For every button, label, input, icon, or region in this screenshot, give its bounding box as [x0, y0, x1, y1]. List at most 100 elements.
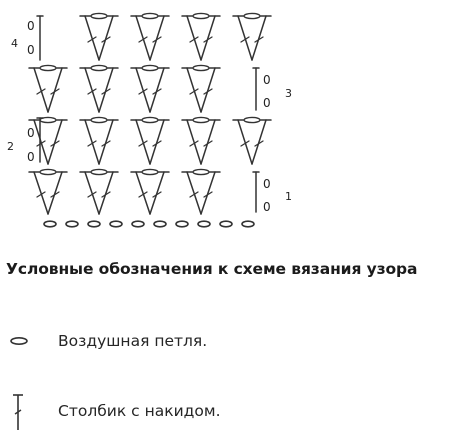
double-crochet-stitch-slash — [87, 140, 97, 147]
row-number-3: 3 — [285, 87, 292, 100]
double-crochet-stitch-slash — [203, 140, 213, 147]
chain-space-stitch — [141, 168, 159, 176]
double-crochet-stitch-slash — [138, 36, 148, 43]
chain-space-stitch — [90, 168, 108, 176]
double-crochet-stitch-slash — [189, 140, 199, 147]
double-crochet-stitch — [186, 171, 202, 215]
double-crochet-icon — [13, 394, 23, 430]
double-crochet-stitch — [84, 67, 100, 113]
chain-stitch — [153, 220, 167, 228]
double-crochet-stitch-slash — [138, 191, 148, 198]
double-crochet-stitch-slash — [254, 140, 264, 147]
double-crochet-stitch-slash — [138, 140, 148, 147]
row-number-1: 1 — [285, 190, 292, 203]
chain-space-stitch — [192, 116, 210, 124]
chain-stitch — [175, 220, 189, 228]
double-crochet-stitch — [186, 15, 202, 61]
chain-stitch — [87, 220, 101, 228]
double-crochet-stitch — [135, 15, 151, 61]
double-crochet-stitch — [33, 67, 49, 113]
double-crochet-stitch-slash — [240, 36, 250, 43]
chain-space-stitch — [90, 116, 108, 124]
chain-space-stitch — [192, 12, 210, 20]
double-crochet-stitch-slash — [36, 140, 46, 147]
turning-chain-mark: 0 — [27, 150, 35, 164]
double-crochet-stitch — [149, 171, 165, 215]
chain-stitch — [241, 220, 255, 228]
chain-stitch-icon — [10, 336, 28, 346]
double-crochet-stitch — [200, 67, 216, 113]
double-crochet-stitch-slash — [240, 140, 250, 147]
turning-chain-mark: 0 — [27, 43, 35, 57]
turning-chain-mark: 0 — [263, 200, 271, 214]
double-crochet-stitch — [47, 67, 63, 113]
double-crochet-stitch-slash — [50, 191, 60, 198]
double-crochet-stitch-slash — [101, 140, 111, 147]
chain-space-stitch — [243, 116, 261, 124]
chain-space-stitch — [39, 64, 57, 72]
chain-stitch — [197, 220, 211, 228]
double-crochet-stitch-slash — [189, 36, 199, 43]
double-crochet-stitch-slash — [101, 88, 111, 95]
chain-space-stitch — [243, 12, 261, 20]
double-crochet-stitch — [33, 119, 49, 165]
double-crochet-stitch-slash — [189, 88, 199, 95]
double-crochet-stitch — [149, 119, 165, 165]
double-crochet-stitch — [251, 119, 267, 165]
chain-space-stitch — [192, 168, 210, 176]
legend-label-chain: Воздушная петля. — [58, 332, 208, 350]
double-crochet-stitch — [149, 15, 165, 61]
double-crochet-stitch — [135, 119, 151, 165]
chain-space-stitch — [90, 12, 108, 20]
crochet-chart: 4 0 0 3 0 0 2 0 0 1 0 0 — [7, 12, 292, 228]
double-crochet-stitch — [200, 15, 216, 61]
double-crochet-stitch-slash — [203, 36, 213, 43]
double-crochet-stitch — [186, 67, 202, 113]
chain-space-stitch — [141, 116, 159, 124]
double-crochet-stitch — [84, 119, 100, 165]
double-crochet-stitch — [98, 67, 114, 113]
double-crochet-stitch — [135, 171, 151, 215]
double-crochet-stitch — [98, 15, 114, 61]
double-crochet-stitch — [84, 15, 100, 61]
double-crochet-stitch — [200, 171, 216, 215]
chain-stitch — [219, 220, 233, 228]
double-crochet-stitch — [251, 15, 267, 61]
double-crochet-stitch — [98, 119, 114, 165]
double-crochet-stitch-slash — [189, 191, 199, 198]
chain-stitch — [43, 220, 57, 228]
chain-space-stitch — [141, 64, 159, 72]
chain-stitch — [109, 220, 123, 228]
row-number-2: 2 — [7, 140, 14, 153]
double-crochet-stitch — [84, 171, 100, 215]
double-crochet-stitch — [33, 171, 49, 215]
double-crochet-stitch — [237, 15, 253, 61]
chain-space-stitch — [39, 168, 57, 176]
turning-chain-mark: 0 — [263, 177, 271, 191]
turning-chain-mark: 0 — [27, 19, 35, 33]
double-crochet-stitch-slash — [36, 88, 46, 95]
double-crochet-stitch-slash — [152, 36, 162, 43]
turning-chain-mark: 0 — [263, 73, 271, 87]
chain-stitch — [131, 220, 145, 228]
chain-space-stitch — [141, 12, 159, 20]
legend-title: Условные обозначения к схеме вязания узо… — [6, 260, 418, 278]
double-crochet-stitch-slash — [152, 140, 162, 147]
double-crochet-stitch-slash — [101, 36, 111, 43]
double-crochet-stitch — [237, 119, 253, 165]
double-crochet-stitch-slash — [50, 140, 60, 147]
double-crochet-stitch-slash — [36, 191, 46, 198]
double-crochet-stitch — [47, 119, 63, 165]
double-crochet-stitch-slash — [87, 88, 97, 95]
double-crochet-stitch-slash — [203, 191, 213, 198]
chain-stitch — [65, 220, 79, 228]
double-crochet-stitch-slash — [87, 36, 97, 43]
double-crochet-stitch — [135, 67, 151, 113]
legend-label-double-crochet: Столбик с накидом. — [58, 402, 221, 420]
double-crochet-stitch-slash — [101, 191, 111, 198]
double-crochet-stitch — [98, 171, 114, 215]
double-crochet-stitch-slash — [152, 88, 162, 95]
chain-space-stitch — [90, 64, 108, 72]
double-crochet-stitch-slash — [50, 88, 60, 95]
